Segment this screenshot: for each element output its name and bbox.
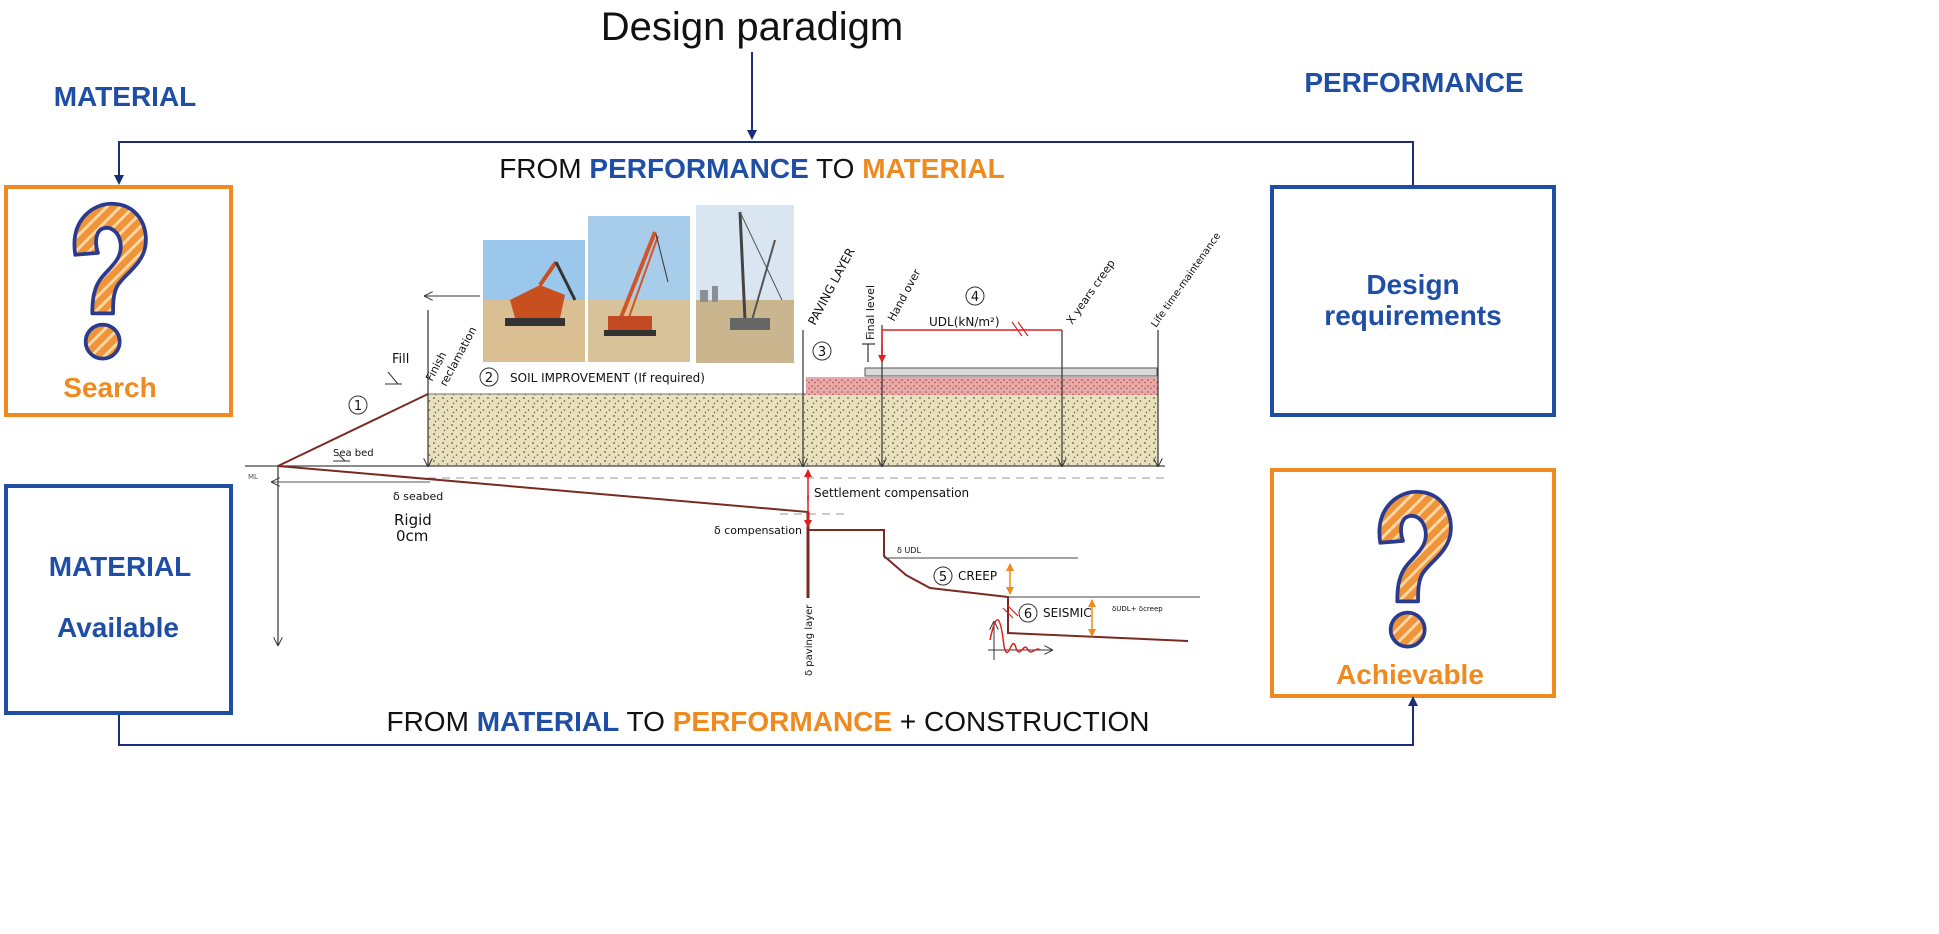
piling-rig-photo (696, 205, 794, 363)
excavator-photo (483, 240, 585, 362)
delta-paving-layer-label: δ paving layer (804, 604, 815, 676)
delta-seabed-label: δ seabed (393, 490, 443, 503)
seismic-wave (989, 619, 1041, 654)
zero-cm-label: 0cm (396, 527, 428, 545)
creep-label: CREEP (958, 569, 997, 583)
ml-label: ML (248, 473, 258, 481)
achievable-label: Achievable (1336, 659, 1484, 690)
bottom-flow-caption: FROM MATERIAL TO PERFORMANCE + CONSTRUCT… (386, 706, 1149, 737)
step-2-badge: 2 (485, 371, 493, 386)
step-4-badge: 4 (971, 290, 979, 305)
bottom-connector (118, 696, 1418, 746)
design-requirements-line1: Design (1366, 269, 1459, 300)
hand-over-label: Hand over (885, 267, 923, 324)
delta-sum-label: δUDL+ δcreep (1112, 605, 1163, 613)
delta-compensation-label: δ compensation (714, 524, 802, 537)
lifetime-maintenance-label: Life time-maintenance (1149, 231, 1223, 330)
rigid-label: Rigid (394, 511, 432, 529)
step-5-badge: 5 (939, 570, 947, 585)
search-box: Search (4, 185, 233, 417)
final-level-label: Final level (864, 285, 877, 340)
paving-layer (806, 377, 1158, 395)
seismic-label: SEISMIC (1043, 606, 1092, 620)
delta-udl-label: δ UDL (897, 546, 921, 555)
top-connector (114, 52, 1414, 185)
sea-bed-label: Sea bed (333, 448, 374, 459)
soil-improvement-label: SOIL IMPROVEMENT (If required) (510, 371, 705, 385)
page-title: Design paradigm (601, 5, 903, 49)
paving-surface (864, 367, 1158, 377)
material-available-box: MATERIAL Available (4, 484, 233, 715)
reclamation-fill (427, 393, 1159, 467)
step-1-badge: 1 (354, 399, 362, 414)
cross-section: 1 2 3 4 5 6 Fill Finish reclamation SOIL… (245, 205, 1223, 676)
fill-label: Fill (392, 352, 409, 367)
design-requirements-box: Design requirements (1270, 185, 1556, 417)
step-3-badge: 3 (818, 345, 826, 360)
paving-layer-label: PAVING LAYER (805, 246, 857, 328)
search-label: Search (63, 372, 156, 403)
material-available-line2: Available (57, 612, 179, 643)
material-available-line1: MATERIAL (49, 551, 192, 582)
achievable-box: Achievable (1270, 468, 1556, 698)
design-requirements-line2: requirements (1324, 300, 1501, 331)
udl-label: UDL(kN/m²) (929, 315, 1000, 329)
top-flow-caption: FROM PERFORMANCE TO MATERIAL (499, 153, 1005, 184)
step-6-badge: 6 (1024, 607, 1032, 622)
performance-heading: PERFORMANCE (1304, 67, 1523, 98)
settlement-compensation-label: Settlement compensation (814, 486, 969, 500)
material-heading: MATERIAL (54, 81, 197, 112)
crawler-crane-photo (588, 216, 690, 362)
x-years-creep-label: X years creep (1064, 257, 1118, 326)
